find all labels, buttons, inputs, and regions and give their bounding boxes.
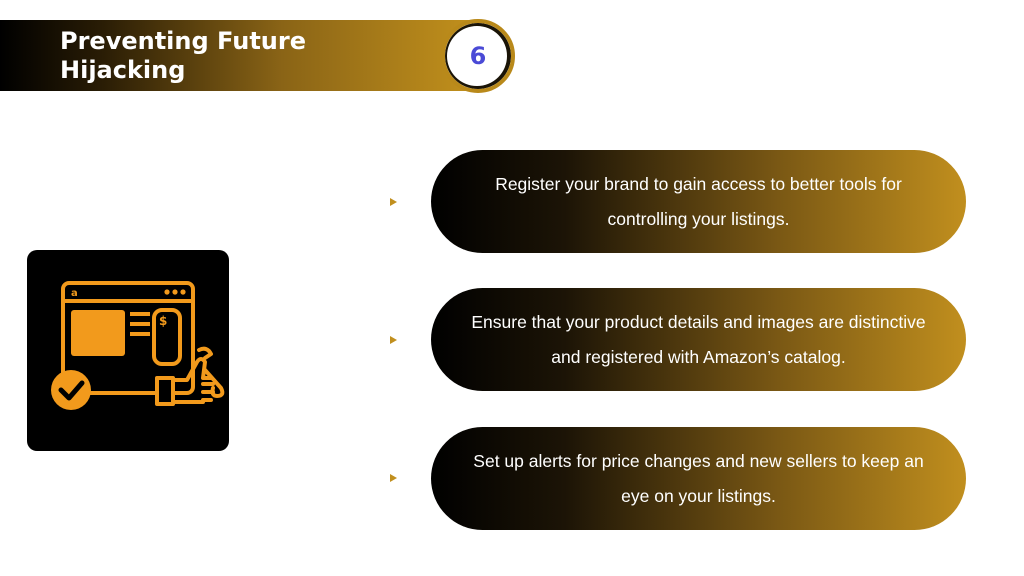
title-banner: [0, 20, 470, 91]
tip-card-alerts: Set up alerts for price changes and new …: [431, 427, 966, 530]
dollar-sign-icon: $: [159, 314, 167, 328]
page-title: Preventing Future Hijacking: [60, 27, 306, 84]
tip-card-product-details: Ensure that your product details and ima…: [431, 288, 966, 391]
amazon-logo-icon: a: [71, 288, 78, 299]
tip-text: Set up alerts for price changes and new …: [473, 450, 924, 506]
branch-connector: [270, 198, 397, 482]
step-badge: 6: [441, 19, 515, 93]
tip-text: Register your brand to gain access to be…: [495, 173, 902, 229]
tip-text: Ensure that your product details and ima…: [471, 311, 926, 367]
tip-card-register-brand: Register your brand to gain access to be…: [431, 150, 966, 253]
step-number: 6: [469, 42, 487, 70]
icon-panel: a $: [27, 250, 229, 451]
browser-thumbs-up-wrench-icon: a $: [51, 281, 225, 410]
check-circle-icon: [51, 370, 91, 410]
